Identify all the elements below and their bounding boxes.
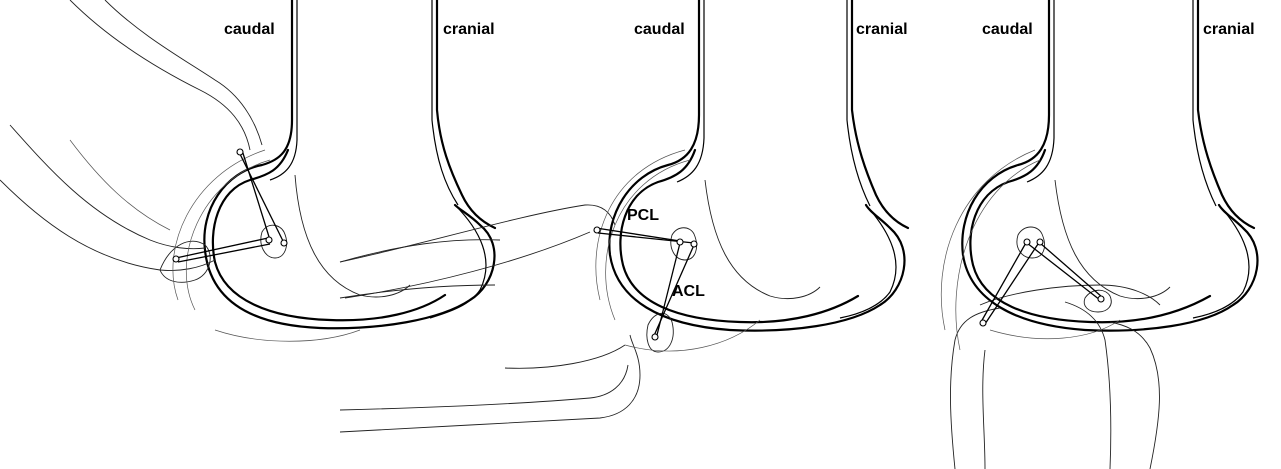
panel-3-tibia-outline-3 (1065, 302, 1111, 469)
panel-1-patellar-tendon (340, 240, 500, 298)
panel-3-notch (1055, 180, 1170, 299)
panel-1-fibula-outline (70, 140, 170, 230)
panel-1-femur-caudal-border (204, 0, 494, 328)
panel-1-meniscus-arc-3 (215, 330, 360, 341)
panel-3-tibia-plateau-line (980, 285, 1160, 305)
panel-1-pin-2 (266, 237, 272, 243)
panel-3-pin-1 (1024, 239, 1030, 245)
panel-1-tibial-plateau (160, 241, 210, 282)
panel-2-femur-caudal-border (609, 0, 904, 331)
panel-3-tibia-outline-4 (1110, 322, 1159, 469)
panel-2-pin-2 (677, 239, 683, 245)
panel-2-condyle-inner (620, 150, 858, 322)
panel-1-ligament-horizontal-2 (178, 244, 270, 262)
panel-3-meniscus-arc-2 (956, 160, 1040, 350)
acl-label: ACL (672, 283, 705, 300)
pcl-label: PCL (627, 207, 659, 224)
panel-1-caudal-label: caudal (224, 21, 275, 38)
panel-1-tibia-outline-4 (10, 125, 205, 249)
panel-2-tibia-outline-2 (340, 365, 628, 410)
panel-1-ligament-cross-1 (238, 150, 284, 243)
panel-2-cranial-label: cranial (856, 21, 908, 38)
panel-3-pin-3 (1098, 296, 1104, 302)
panel-1-pin-3 (281, 240, 287, 246)
panel-1: caudal cranial (0, 0, 500, 341)
panel-2-tibia-patella-link-2 (345, 232, 590, 298)
panel-2-pin-3 (691, 241, 697, 247)
panel-1-pin-1 (237, 149, 243, 155)
panel-1-pin-4 (173, 256, 179, 262)
panel-1-tibia-outline-1 (70, 0, 250, 150)
panel-3-ligament-3 (1027, 243, 1100, 300)
panel-2-pin-1 (594, 227, 600, 233)
panel-1-condyle-inner (213, 150, 445, 320)
panel-2: caudal cranial PCL ACL (340, 0, 908, 432)
panel-3-tibia-outline-1 (950, 308, 1000, 469)
panel-3: caudal cranial (941, 0, 1257, 469)
panel-3-caudal-label: caudal (982, 21, 1033, 38)
panel-3-pin-4 (980, 320, 986, 326)
panel-2-caudal-label: caudal (634, 21, 685, 38)
panel-2-tibia-outline-1 (340, 335, 640, 432)
panel-2-tibia-outline-3 (505, 345, 625, 368)
panel-3-pin-2 (1037, 239, 1043, 245)
panel-3-tibia-outline-2 (983, 350, 985, 469)
panel-2-pin-4 (652, 334, 658, 340)
panel-1-cranial-label: cranial (443, 21, 495, 38)
panel-3-ligament-2 (985, 241, 1040, 324)
panel-3-cranial-label: cranial (1203, 21, 1255, 38)
panel-3-ligament-4 (1040, 243, 1102, 297)
panel-2-notch (705, 180, 820, 299)
panel-1-notch (295, 175, 410, 297)
